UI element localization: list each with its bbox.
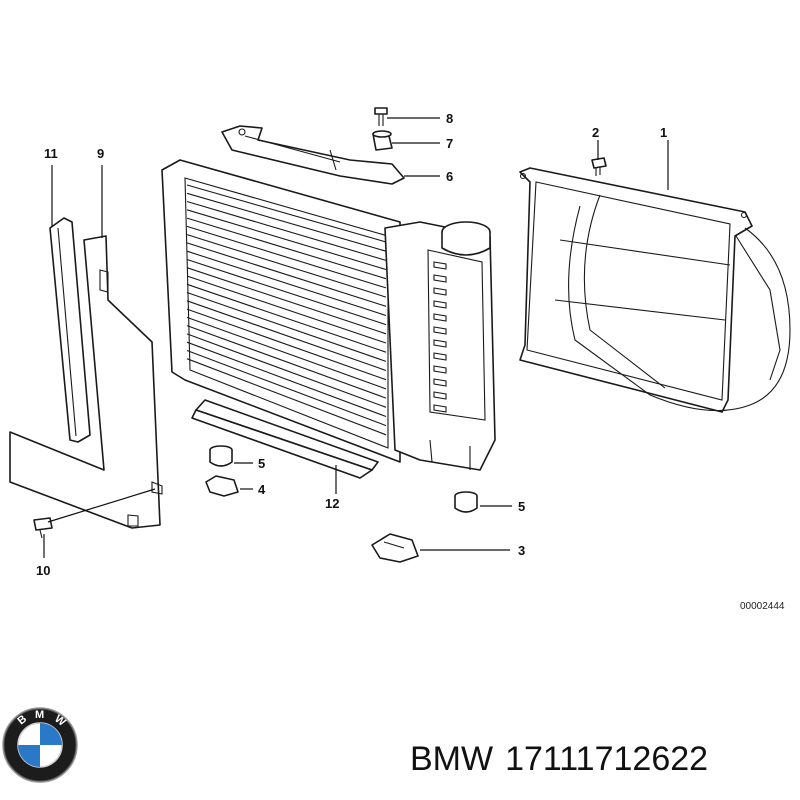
- bmw-logo: B M W: [2, 707, 78, 783]
- radiator-fin: [186, 341, 387, 418]
- radiator-fin: [186, 300, 387, 372]
- radiator-fin: [186, 325, 387, 399]
- radiator-fin: [186, 275, 387, 344]
- radiator-fin: [186, 209, 387, 271]
- radiator-fin: [186, 242, 387, 307]
- upper-rubber-mount: [372, 130, 393, 151]
- callout-5-left: 5: [258, 456, 265, 471]
- radiator-fin: [186, 267, 387, 335]
- mounting-bolt: [374, 107, 388, 126]
- tank-rib: [433, 274, 447, 283]
- fan-shroud: [519, 167, 791, 413]
- lower-channel: [191, 399, 379, 479]
- tank-rib: [433, 300, 447, 309]
- tank-rib: [433, 378, 447, 387]
- radiator-fin: [186, 358, 387, 436]
- callout-3: 3: [518, 543, 525, 558]
- callout-2: 2: [592, 125, 599, 140]
- seal-strip: [49, 217, 91, 443]
- radiator-fin: [186, 184, 387, 243]
- radiator-fin: [186, 200, 387, 261]
- caption-part-number: 17111712622: [505, 740, 709, 778]
- callout-4: 4: [258, 482, 266, 497]
- callout-labels: 1 2 3 4 5 5 6 7 8 9 10 11 12: [36, 111, 667, 578]
- drawing-reference-number: 00002444: [740, 601, 785, 612]
- radiator-fin: [186, 217, 387, 280]
- radiator: [161, 159, 496, 471]
- callout-11: 11: [44, 146, 58, 161]
- callout-12: 12: [325, 496, 339, 511]
- tank-rib: [433, 339, 447, 348]
- radiator-fin: [186, 192, 387, 252]
- callout-9: 9: [97, 146, 104, 161]
- lower-rubber-mount-left: [209, 445, 233, 467]
- radiator-fin: [186, 316, 387, 390]
- callout-10: 10: [36, 563, 50, 578]
- retaining-clip: [33, 517, 53, 539]
- part-caption: BMW 17111712622: [410, 740, 720, 779]
- radiator-fin: [186, 234, 387, 298]
- callout-7: 7: [446, 136, 453, 151]
- lower-mount-bracket: [205, 475, 239, 497]
- lower-rubber-mount-right: [454, 491, 478, 513]
- tank-rib: [433, 352, 447, 361]
- tank-rib: [433, 261, 447, 270]
- tank-rib: [433, 287, 447, 296]
- radiator-fin: [186, 225, 387, 289]
- radiator-fin: [186, 333, 387, 408]
- callout-8: 8: [446, 111, 453, 126]
- radiator-fin: [186, 258, 387, 326]
- lower-bracket: [371, 533, 419, 563]
- upper-mounting-bracket: [221, 125, 405, 185]
- callout-1: 1: [660, 125, 667, 140]
- radiator-fin: [186, 308, 387, 381]
- shroud-screw: [591, 157, 607, 176]
- radiator-fin: [186, 349, 387, 427]
- leader-lines: [43, 117, 669, 558]
- tank-rib: [433, 365, 447, 374]
- callout-6: 6: [446, 169, 453, 184]
- tank-rib: [433, 326, 447, 335]
- radiator-fin: [186, 250, 387, 317]
- svg-text:M: M: [35, 709, 44, 721]
- radiator-fin: [186, 291, 387, 362]
- air-duct-panel: [9, 235, 163, 529]
- tank-rib: [433, 313, 447, 322]
- callout-5-right: 5: [518, 499, 525, 514]
- tank-rib: [433, 391, 447, 400]
- tank-rib: [433, 404, 447, 413]
- caption-brand: BMW: [410, 740, 494, 778]
- radiator-fin: [186, 283, 387, 353]
